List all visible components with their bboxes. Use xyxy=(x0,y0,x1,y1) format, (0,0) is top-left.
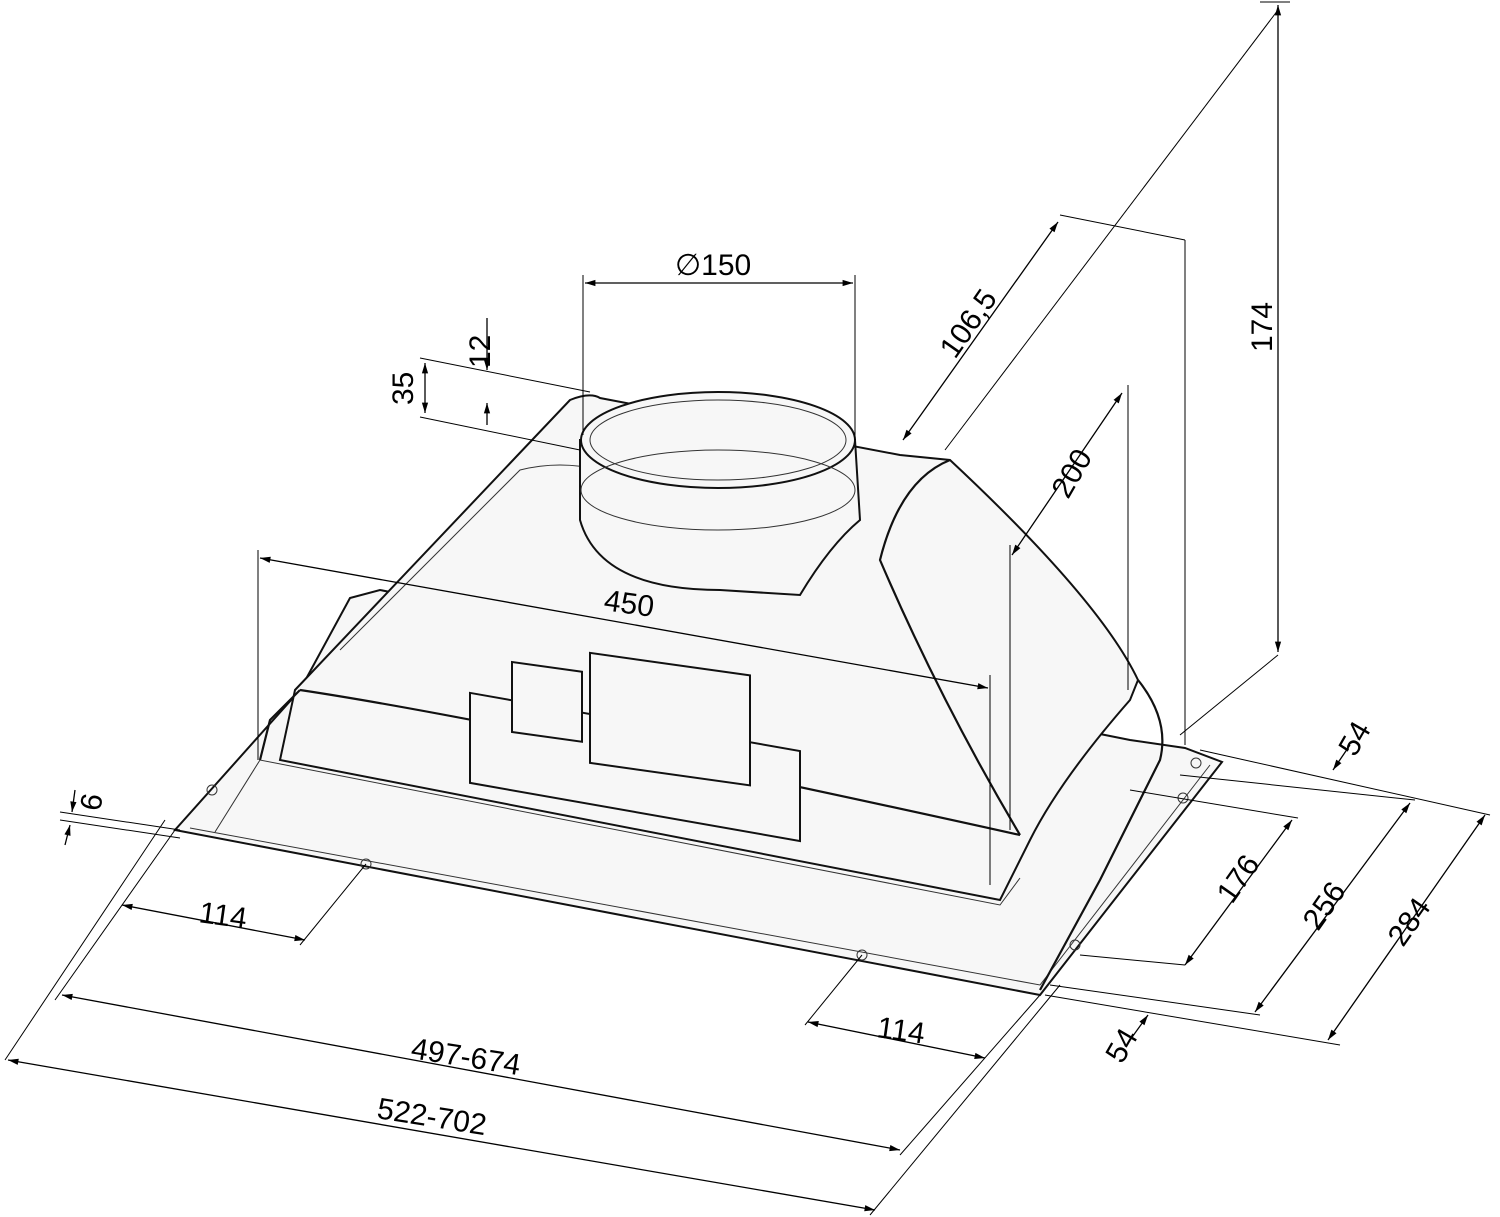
motor-block xyxy=(589,651,751,787)
label-screw-offset-right: 114 xyxy=(875,1011,927,1050)
label-depth-offset-back: 54 xyxy=(1332,716,1377,761)
label-body-depth: 176 xyxy=(1211,849,1267,909)
label-cutout-width: 497-674 xyxy=(409,1032,523,1082)
relay-block xyxy=(511,660,583,743)
label-collar-height: 35 xyxy=(387,372,420,405)
label-total-height: 174 xyxy=(1246,302,1279,352)
label-screw-offset-left: 114 xyxy=(197,896,249,935)
label-body-width: 450 xyxy=(602,584,656,624)
label-duct-diameter: ∅150 xyxy=(675,249,751,282)
label-overall-width: 522-702 xyxy=(375,1092,489,1142)
label-collar-offset: 12 xyxy=(464,335,497,368)
screw-hole xyxy=(206,784,218,796)
screw-hole xyxy=(360,858,372,870)
label-cutout-depth: 256 xyxy=(1297,876,1353,936)
label-duct-to-back: 106,5 xyxy=(934,284,1004,364)
screw-hole xyxy=(1069,939,1081,951)
duct-collar xyxy=(579,391,862,597)
dimension-lines xyxy=(4,1,1491,1216)
screw-hole xyxy=(1190,757,1202,769)
label-plate-thickness: 6 xyxy=(74,791,109,813)
label-overall-depth: 284 xyxy=(1382,892,1438,952)
screw-hole xyxy=(856,949,868,961)
